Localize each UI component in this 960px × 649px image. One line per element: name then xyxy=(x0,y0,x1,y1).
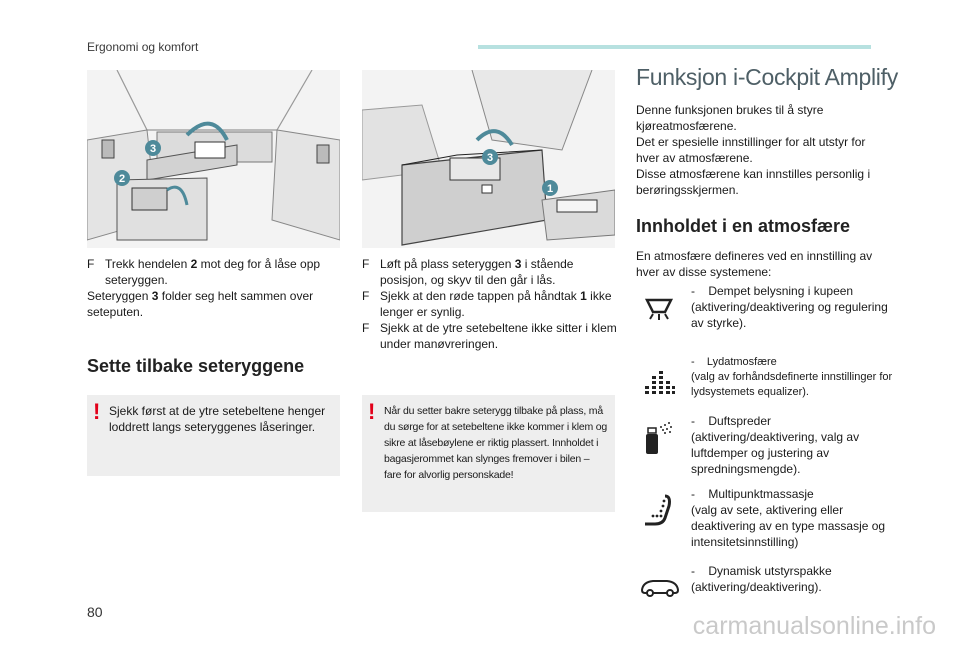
fold-note: Seteryggen 3 folder seg helt sammen over… xyxy=(87,289,314,319)
seat-raise-illustration: 3 1 xyxy=(362,70,615,248)
intro-text: Denne funksjonen brukes til å styre kjør… xyxy=(636,103,871,197)
car-outline-icon xyxy=(640,580,680,597)
warning-box: ! Sjekk først at de ytre setebeltene hen… xyxy=(87,395,340,476)
seat-massage-icon xyxy=(645,494,671,526)
sound-equalizer-icon xyxy=(645,371,675,394)
instruction-step: F Løft på plass seteryggen 3 i stående p… xyxy=(362,257,574,287)
system-fragrance: - Duftspreder (aktivering/deaktivering, … xyxy=(691,414,860,476)
middle-instructions: F Løft på plass seteryggen 3 i stående p… xyxy=(362,256,624,352)
warning-text-2: Når du setter bakre seterygg tilbake på … xyxy=(384,405,608,481)
watermark: carmanualsonline.info xyxy=(692,612,936,640)
callout-2-label: 2 xyxy=(119,173,125,185)
atmosphere-content-heading: Innholdet i en atmosfære xyxy=(636,216,851,236)
warning-exclamation-icon: ! xyxy=(93,399,101,424)
warning-exclamation-icon: ! xyxy=(368,399,376,424)
step-text: Trekk hendelen 2 mot deg for å låse opp … xyxy=(105,257,321,287)
section-header-title: Ergonomi og komfort xyxy=(87,40,199,54)
callout-3b-label: 3 xyxy=(487,152,493,164)
page-title: Funksjon i-Cockpit Amplify xyxy=(636,64,898,90)
step-bullet: F xyxy=(87,257,95,271)
instruction-step: F Sjekk at de ytre setebeltene ikke sitt… xyxy=(362,321,617,351)
callout-3-label: 3 xyxy=(150,143,156,155)
instruction-step: F Trekk hendelen 2 mot deg for å låse op… xyxy=(87,256,342,288)
header-accent-bar xyxy=(478,45,871,49)
atmosphere-definition: En atmosfære defineres ved en innstillin… xyxy=(636,249,873,279)
system-ambient-light: - Dempet belysning i kupeen (aktivering/… xyxy=(691,284,888,330)
ambient-light-icon xyxy=(644,298,674,320)
left-instructions: F Trekk hendelen 2 mot deg for å låse op… xyxy=(87,256,342,320)
system-dynamic-pack: - Dynamisk utstyrspakke (aktivering/deak… xyxy=(691,564,832,594)
fragrance-diffuser-icon xyxy=(646,422,672,454)
instruction-step: F Sjekk at den røde tappen på håndtak 1 … xyxy=(362,289,612,319)
trunk-seat-fold-illustration: 3 2 xyxy=(87,70,340,248)
page-number: 80 xyxy=(87,604,103,620)
system-sound: - Lydatmosfære (valg av forhåndsdefinert… xyxy=(691,356,893,398)
system-massage: - Multipunktmassasje (valg av sete, akti… xyxy=(691,487,886,549)
warning-box-2: ! Når du setter bakre seterygg tilbake p… xyxy=(362,395,615,512)
warning-text: Sjekk først at de ytre setebeltene henge… xyxy=(109,404,326,434)
trunk-seat-fold-drawing: 3 2 xyxy=(87,70,340,248)
callout-1-label: 1 xyxy=(547,183,553,195)
reset-seats-heading: Sette tilbake seteryggene xyxy=(87,356,305,376)
seat-raise-drawing: 3 1 xyxy=(362,70,615,248)
